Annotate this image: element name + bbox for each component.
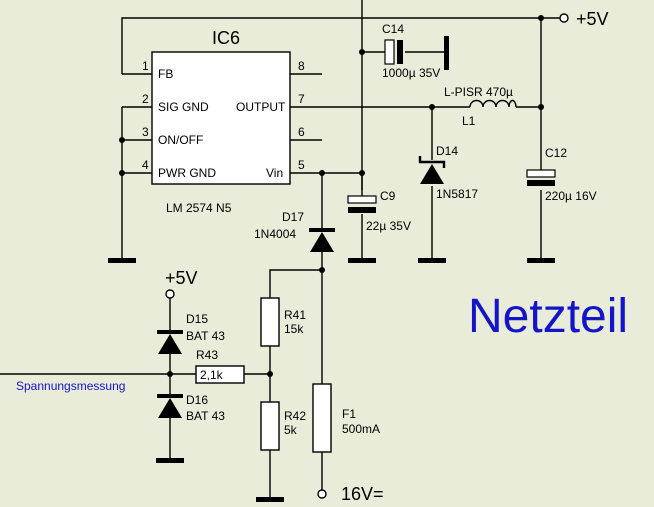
terminals: +5V +5V 16V= (165, 9, 609, 504)
r43-value: 2,1k (200, 368, 224, 382)
ic6: IC6 LM 2574 N5 1 2 3 4 8 7 6 5 FB SIG GN… (122, 28, 322, 215)
d15-ref: D15 (186, 312, 208, 326)
d16-diode: D16 BAT 43 (157, 393, 225, 423)
pin-number: 5 (298, 158, 305, 172)
c9-ref: C9 (380, 189, 396, 203)
pin-number: 6 (298, 125, 305, 139)
f1-ref: F1 (342, 407, 356, 421)
input-16v-label: 16V= (341, 484, 384, 504)
d14-diode: D14 1N5817 (418, 144, 478, 201)
d17-diode: D17 1N4004 (254, 210, 335, 252)
r41-ref: R41 (284, 308, 306, 322)
c9-value: 22µ 35V (366, 219, 411, 233)
ic-ref-label: IC6 (212, 28, 240, 48)
pin-name: ON/OFF (158, 133, 203, 147)
l1-ref: L1 (462, 114, 476, 128)
c12-value: 220µ 16V (545, 189, 597, 203)
d15-value: BAT 43 (186, 329, 225, 343)
d16-value: BAT 43 (186, 409, 225, 423)
r43-ref: R43 (196, 348, 218, 362)
pin-number: 8 (298, 59, 305, 73)
f1-fuse: F1 500mA (312, 383, 380, 453)
c9-capacitor: C9 22µ 35V (347, 189, 411, 233)
pin-number: 4 (142, 158, 149, 172)
ground-symbols (108, 258, 555, 502)
d17-value: 1N4004 (254, 227, 296, 241)
c14-capacitor: C14 1000µ 35V (382, 22, 449, 80)
l1-inductor: L-PISR 470µ L1 (444, 85, 517, 128)
d16-ref: D16 (186, 393, 208, 407)
ic-part-label: LM 2574 N5 (166, 201, 232, 215)
d17-ref: D17 (282, 210, 304, 224)
c14-value: 1000µ 35V (382, 66, 440, 80)
diagram-title: Netzteil (468, 290, 628, 343)
r43-resistor: 2,1k R43 (195, 348, 245, 384)
c12-ref: C12 (545, 146, 567, 160)
r42-ref: R42 (284, 409, 306, 423)
pin-number: 1 (142, 59, 149, 73)
pin-number: 7 (298, 92, 305, 106)
wires (0, 0, 560, 497)
d14-value: 1N5817 (436, 187, 478, 201)
junctions (119, 15, 544, 377)
r42-value: 5k (284, 423, 298, 437)
pin-name: PWR GND (158, 166, 216, 180)
c12-capacitor: C12 220µ 16V (526, 146, 597, 203)
f1-value: 500mA (342, 422, 380, 436)
r41-value: 15k (284, 322, 304, 336)
pin-name: OUTPUT (236, 100, 286, 114)
pin-name: SIG GND (158, 100, 209, 114)
d14-ref: D14 (436, 144, 458, 158)
c14-ref: C14 (382, 22, 404, 36)
r42-resistor: R42 5k (260, 401, 306, 451)
plus5v-left-label: +5V (165, 268, 198, 288)
measurement-label: Spannungsmessung (16, 379, 125, 393)
r41-resistor: R41 15k (260, 297, 306, 347)
d15-diode: D15 BAT 43 (157, 312, 225, 354)
plus5v-top-label: +5V (576, 9, 609, 29)
pin-name: FB (158, 67, 173, 81)
pin-name: Vin (266, 166, 283, 180)
pin-number: 2 (142, 92, 149, 106)
l1-value: L-PISR 470µ (444, 85, 513, 99)
pin-number: 3 (142, 125, 149, 139)
